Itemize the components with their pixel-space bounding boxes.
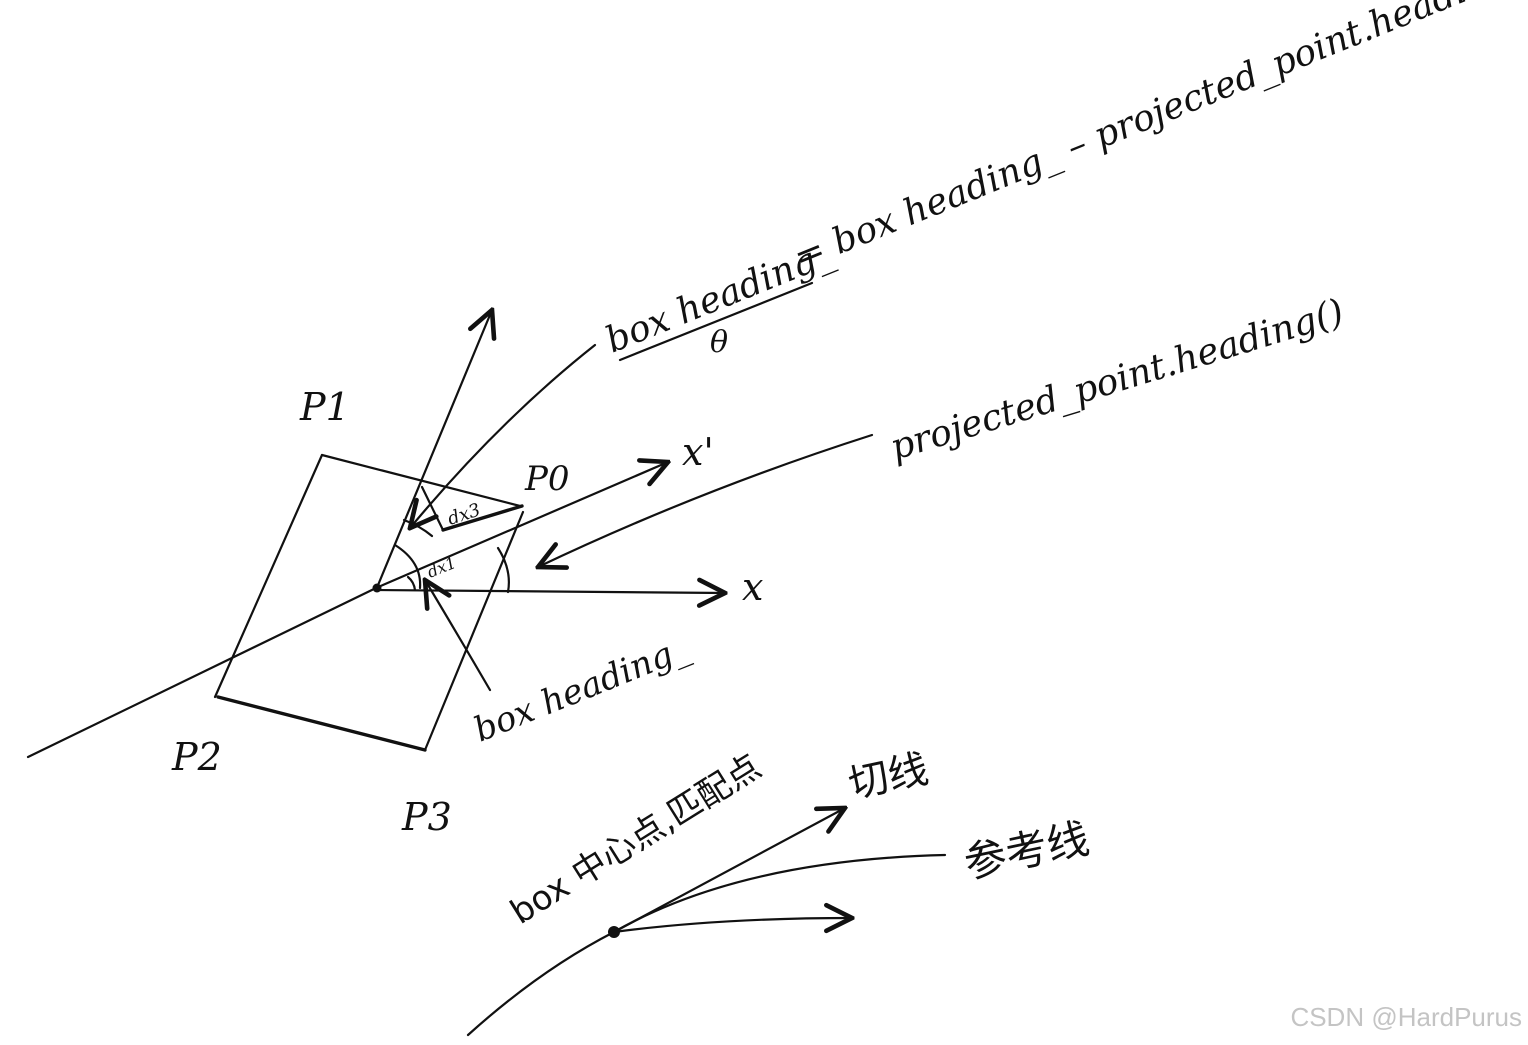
projected-heading-pointer — [538, 433, 874, 567]
reference-direction-arrow — [612, 918, 852, 932]
label-p3: P3 — [401, 795, 452, 839]
label-p2: P2 — [171, 735, 222, 779]
box-center-dot — [372, 583, 382, 593]
label-box-heading-arrow: box heading_ — [468, 628, 694, 750]
box-edge-p1-p2 — [213, 453, 324, 699]
label-projected-heading: projected_point.heading() — [886, 292, 1349, 469]
angle-arc-outer — [393, 543, 422, 590]
label-dx1: dx1 — [424, 553, 458, 582]
label-x-prime: x' — [682, 430, 714, 474]
angle-arc-x-prime — [496, 546, 510, 594]
matching-point-dot — [608, 926, 620, 938]
formula-rhs: = box heading_ – projected_point.heading… — [788, 0, 1528, 278]
reference-line — [612, 853, 947, 934]
label-box-center-matching-point: box 中心点,匹配点 — [504, 747, 769, 933]
box-heading-pointer — [425, 580, 492, 692]
label-x: x — [742, 565, 763, 609]
projected-line — [26, 586, 378, 759]
path-curve — [466, 930, 616, 1037]
label-reference-line: 参考线 — [960, 814, 1093, 888]
label-dx3: dx3 — [445, 500, 483, 530]
small-angle-arc-top — [402, 518, 434, 538]
angle-arc-inner — [406, 575, 417, 592]
theta-pointer-line — [410, 343, 597, 528]
label-theta: θ — [710, 325, 728, 360]
formula-underline — [618, 281, 814, 362]
x-prime-axis — [374, 462, 668, 590]
label-tangent: 切线 — [845, 746, 933, 808]
label-p0: P0 — [524, 459, 570, 499]
box-edge-p2-p3 — [216, 695, 427, 752]
label-p1: P1 — [299, 385, 350, 429]
box-heading-axis — [374, 310, 492, 592]
box-edge-p3-p0 — [423, 510, 525, 752]
dx3-segment — [441, 504, 524, 532]
csdn-watermark: CSDN @HardPurus — [1290, 1002, 1522, 1032]
x-axis — [374, 590, 725, 593]
